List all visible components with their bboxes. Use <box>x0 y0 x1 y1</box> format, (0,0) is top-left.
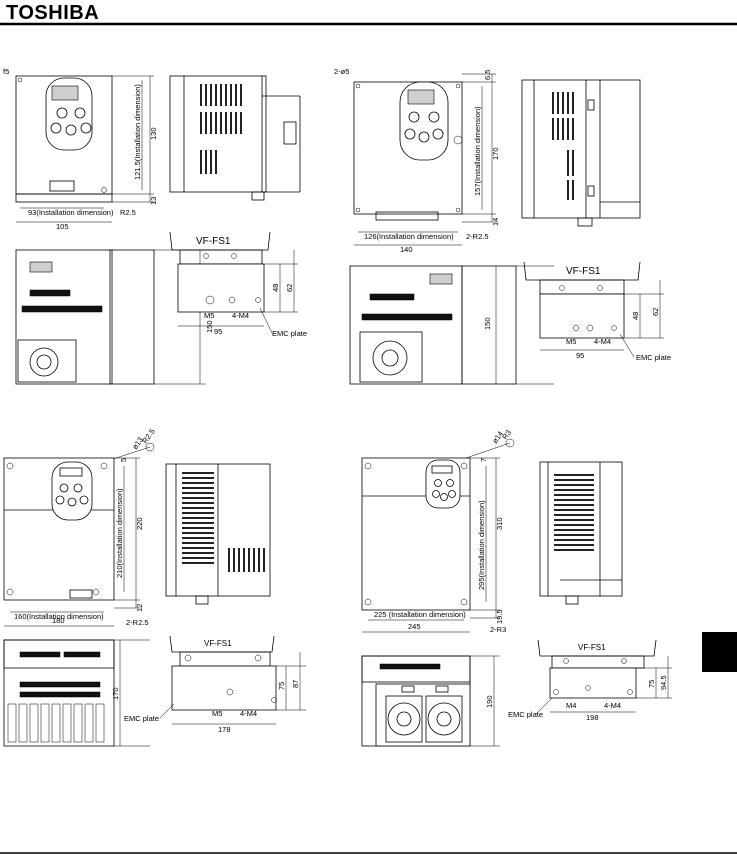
model-label: VF-FS1 <box>196 236 231 247</box>
label-holes: 4-M4 <box>232 311 249 320</box>
label-emc-plate: EMC plate <box>124 714 159 723</box>
drawing-2-side-view <box>521 79 641 227</box>
dim-bottom-offset: 14 <box>491 218 500 226</box>
dim-height: 220 <box>135 517 144 530</box>
drawing-1: f5 130 121.5(Installation dimension) 13 … <box>3 67 307 385</box>
dim-corner: f5 <box>3 67 9 76</box>
dim-plate-width: 178 <box>218 725 231 734</box>
dim-bottom-offset: 13 <box>149 197 158 205</box>
label-emc-plate: EMC plate <box>272 329 307 338</box>
dim-top-offset: 6.5 <box>483 70 492 80</box>
dim-width: 180 <box>52 616 65 625</box>
dim-plate-h2: 87 <box>291 680 300 688</box>
dim-plate-h1: 75 <box>277 682 286 690</box>
dim-height: 170 <box>491 147 500 160</box>
model-label: VF-FS1 <box>566 266 601 277</box>
model-label: VF-FS1 <box>204 639 232 648</box>
label-holes: 4-M4 <box>240 709 257 718</box>
brand-logo: TOSHIBA <box>6 2 99 24</box>
drawing-4-front-view: ø14 R3 7 310 295(Installation dimension)… <box>361 428 515 634</box>
dim-total-height: 190 <box>485 695 494 708</box>
dim-width: 105 <box>56 222 69 231</box>
dim-plate-h1: 48 <box>631 312 640 320</box>
drawing-2-front-view: 2-ø5 6.5 170 157(Installation dimension)… <box>334 67 500 254</box>
drawing-1-bottom-view: 150 VF-FS1 48 62 M5 4-M4 95 EMC plate <box>15 231 307 385</box>
drawing-4-side-view <box>539 461 623 605</box>
dim-plate-width: 95 <box>214 327 222 336</box>
label-emc-plate: EMC plate <box>508 710 543 719</box>
dim-installation-height: 121.5(Installation dimension) <box>133 84 142 180</box>
dim-plate-h2: 62 <box>285 284 294 292</box>
dim-plate-h1: 48 <box>271 284 280 292</box>
dim-total-height: 150 <box>483 317 492 330</box>
dim-radius: 2-R3 <box>490 625 506 634</box>
dim-plate-width: 95 <box>576 351 584 360</box>
dim-plate-h2: 94.5 <box>659 675 668 690</box>
drawing-3-bottom-view: 170 VF-FS1 75 87 M5 4-M4 178 EMC plate <box>3 635 306 747</box>
dim-holes: 2-ø5 <box>334 67 349 76</box>
dim-installation-height: 295(Installation dimension) <box>477 500 486 590</box>
label-screw: M5 <box>566 337 576 346</box>
drawing-3: ø13 R2.5 5 220 210(Installation dimensio… <box>3 427 306 747</box>
dim-bottom-offset: 12 <box>135 604 144 612</box>
label-screw: M4 <box>566 701 576 710</box>
model-label: VF-FS1 <box>578 643 606 652</box>
dim-total-height: 170 <box>111 687 120 700</box>
dim-installation-width: 160(Installation dimension) <box>14 612 104 621</box>
dim-plate-width: 198 <box>586 713 599 722</box>
drawing-3-side-view <box>165 463 271 605</box>
dim-radius: 2-R2.5 <box>466 232 489 241</box>
drawing-4: ø14 R3 7 310 295(Installation dimension)… <box>361 428 672 747</box>
label-holes: 4-M4 <box>594 337 611 346</box>
dim-detail-radius: R2.5 <box>140 427 156 445</box>
dim-top-offset: 5 <box>119 458 128 462</box>
dim-width: 245 <box>408 622 421 631</box>
label-emc-plate: EMC plate <box>636 353 671 362</box>
dim-total-height: 150 <box>205 320 214 333</box>
dim-bottom-offset: 19.5 <box>495 609 504 624</box>
dim-installation-width: 93(Installation dimension) <box>28 208 114 217</box>
dim-installation-width: 126(Installation dimension) <box>364 232 454 241</box>
drawing-1-front-view: f5 130 121.5(Installation dimension) 13 … <box>3 67 158 231</box>
section-tab-marker <box>702 632 737 672</box>
dim-radius: R2.5 <box>120 208 136 217</box>
label-holes: 4-M4 <box>604 701 621 710</box>
drawing-3-front-view: ø13 R2.5 5 220 210(Installation dimensio… <box>3 427 157 627</box>
dim-width: 140 <box>400 245 413 254</box>
drawing-1-side-view <box>169 75 301 201</box>
dim-height: 130 <box>149 127 158 140</box>
drawing-2: 2-ø5 6.5 170 157(Installation dimension)… <box>334 67 671 385</box>
dim-installation-width: 225 (Installation dimension) <box>374 610 466 619</box>
dim-plate-h2: 62 <box>651 308 660 316</box>
dim-top-offset: 7 <box>479 458 488 462</box>
dim-plate-h1: 75 <box>647 680 656 688</box>
label-screw: M5 <box>204 311 214 320</box>
dim-height: 310 <box>495 517 504 530</box>
dim-radius: 2-R2.5 <box>126 618 149 627</box>
drawing-2-bottom-view: 150 VF-FS1 48 62 M5 4-M4 95 EMC plate <box>349 261 671 385</box>
drawing-4-bottom-view: 190 VF-FS1 75 94.5 M4 4-M4 198 EMC plate <box>361 639 672 747</box>
label-screw: M5 <box>212 709 222 718</box>
dim-installation-height: 210(Installation dimension) <box>115 488 124 578</box>
dim-installation-height: 157(Installation dimension) <box>473 106 482 196</box>
